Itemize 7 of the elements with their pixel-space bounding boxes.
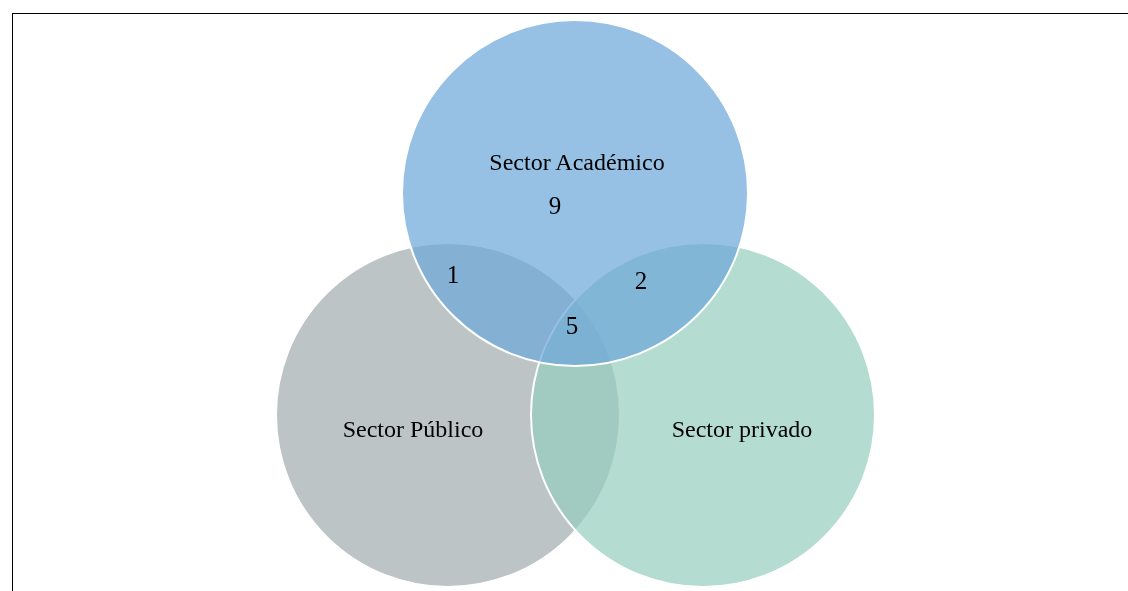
circle-label: Sector Académico (489, 148, 665, 176)
region-count: 5 (565, 312, 579, 340)
region-count: 1 (446, 261, 460, 289)
region-count: 9 (548, 192, 562, 220)
circle-label: Sector privado (671, 415, 813, 443)
region-count: 2 (634, 267, 648, 295)
circle-label: Sector Público (342, 415, 484, 443)
